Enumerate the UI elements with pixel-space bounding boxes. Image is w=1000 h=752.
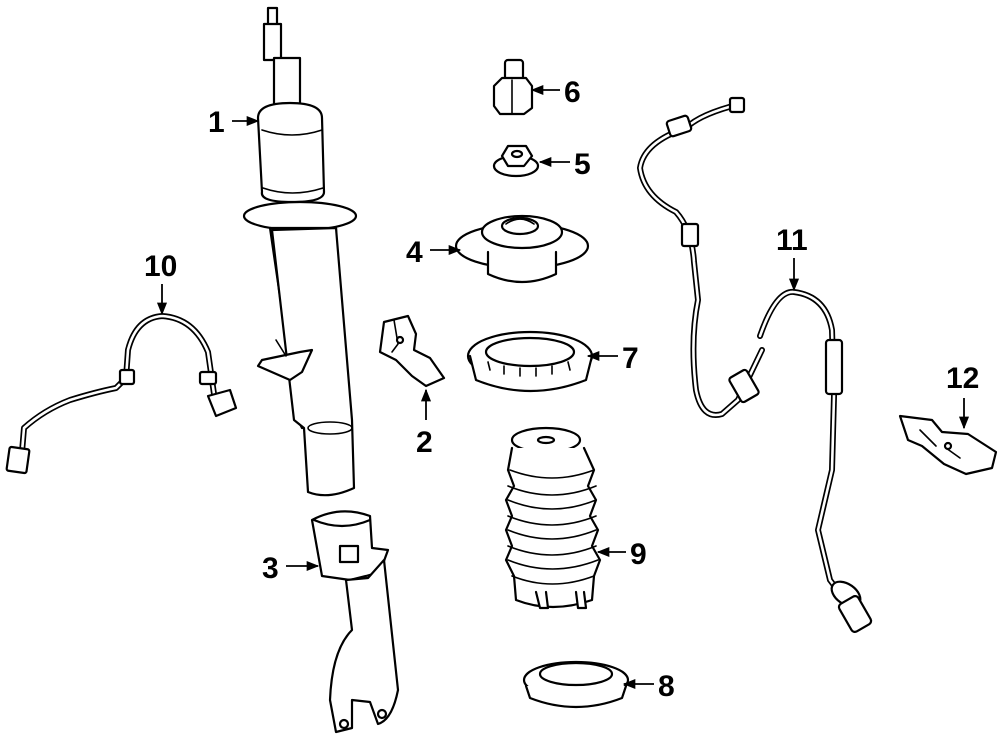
knuckle-bracket-part[interactable] bbox=[310, 510, 400, 734]
callout-2: 2 bbox=[416, 426, 433, 459]
strut-assembly-part[interactable] bbox=[242, 6, 358, 497]
upper-mount-part[interactable] bbox=[454, 214, 590, 284]
callout-12: 12 bbox=[946, 362, 979, 395]
spring-seat-part[interactable] bbox=[466, 330, 594, 393]
callout-5: 5 bbox=[574, 148, 591, 181]
callout-10: 10 bbox=[144, 250, 177, 283]
bracket-part[interactable] bbox=[378, 314, 446, 388]
dust-boot-part[interactable] bbox=[504, 426, 602, 610]
callout-3: 3 bbox=[262, 552, 279, 585]
nut-part[interactable] bbox=[492, 58, 534, 116]
sensor-wire-right-part[interactable] bbox=[637, 96, 873, 633]
lower-seat-part[interactable] bbox=[522, 660, 630, 709]
callout-1: 1 bbox=[208, 106, 225, 139]
sensor-wire-left-part[interactable] bbox=[5, 313, 238, 475]
small-bracket-part[interactable] bbox=[898, 414, 998, 476]
callout-6: 6 bbox=[564, 76, 581, 109]
callout-4: 4 bbox=[406, 236, 423, 269]
flange-nut-part[interactable] bbox=[492, 144, 540, 178]
callout-8: 8 bbox=[658, 670, 675, 703]
callout-7: 7 bbox=[622, 342, 639, 375]
callout-11: 11 bbox=[776, 224, 808, 257]
callout-9: 9 bbox=[630, 538, 647, 571]
